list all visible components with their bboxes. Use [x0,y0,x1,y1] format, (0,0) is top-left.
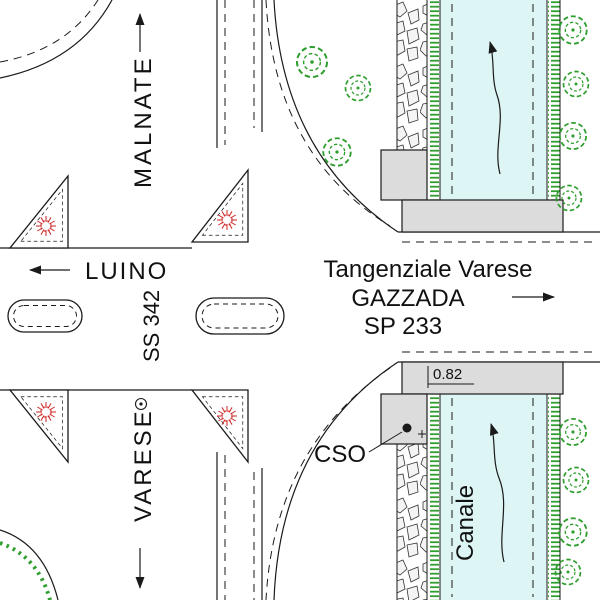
bush-icon [558,15,588,45]
cso-outfall-marker [402,423,412,433]
label-luino: LUINO [85,258,168,285]
median-island-center [195,297,285,335]
wing-wall-upper [380,149,428,201]
cso-annotation [368,423,426,453]
label-malnate: MALNATE [130,55,157,188]
island-sw-outer [8,389,69,464]
channelization-islands [7,168,285,464]
dimension-082 [427,366,474,388]
abutment-lower [401,361,564,395]
label-canale: Canale [452,485,479,561]
label-tangenziale-varese: Tangenziale Varese [323,256,532,283]
label-sp233: SP 233 [364,313,442,340]
text-labels: MALNATE LUINO SS 342 VARESE Tangenziale … [85,55,533,561]
rock-revetment [396,0,427,600]
wing-wall-lower [380,393,428,445]
label-ss342: SS 342 [139,290,164,362]
bush-icon [295,45,329,79]
label-varese: VARESE [130,408,157,522]
bush-icon [558,517,588,547]
flow-arrow-lower [489,423,505,563]
island-nw-inner [190,168,249,243]
label-dimension-082: 0.82 [433,366,462,383]
abutment-upper [401,199,564,233]
bridge-structures [380,149,564,445]
bush-icon [344,74,372,102]
hedge-corner [0,541,52,600]
island-sw-inner [190,389,249,464]
bush-icon [562,70,590,98]
label-gazzada: GAZZADA [351,285,464,312]
canal-edge-dashes [451,4,534,597]
bush-icon [558,121,588,151]
cso-leader-line [368,431,403,453]
label-cso: CSO [314,441,366,468]
bush-icon [558,417,588,447]
island-nw-outer [8,174,69,249]
flow-arrows [488,41,505,563]
bush-icon [322,137,352,167]
direction-arrows [29,13,555,589]
benchmark-icon [134,397,148,411]
bush-icon [562,466,590,494]
flow-arrow-upper [488,41,501,175]
median-island-west [7,299,83,333]
